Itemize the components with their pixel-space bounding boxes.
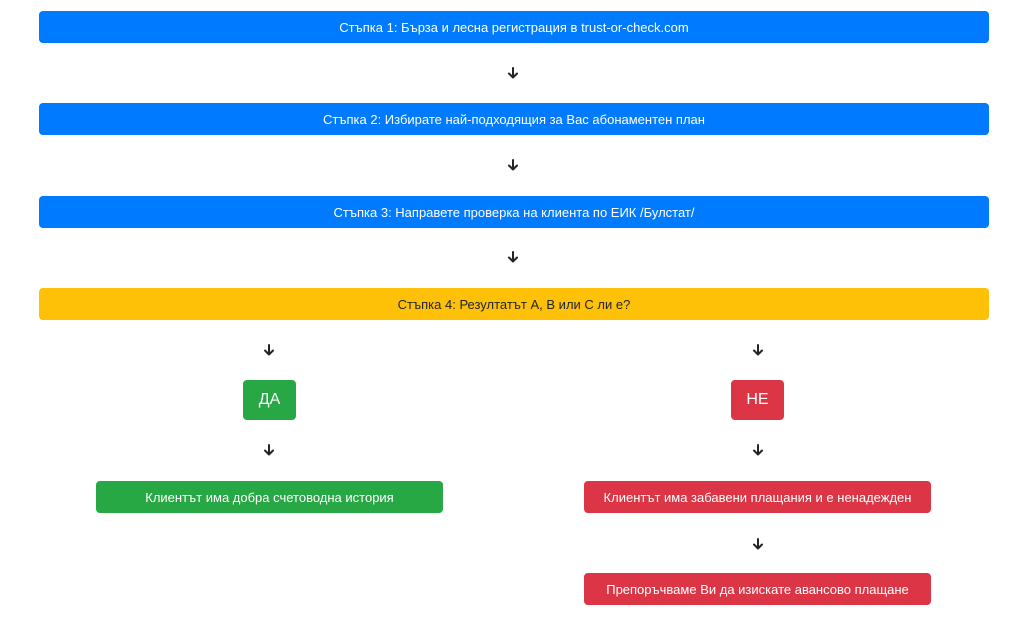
no-result-box: Клиентът има забавени плащания и е ненад… bbox=[584, 481, 931, 513]
no-recommendation-label: Препоръчваме Ви да изискате авансово пла… bbox=[606, 581, 909, 597]
arrow-down-icon bbox=[261, 342, 277, 358]
step-2-label: Стъпка 2: Избирате най-подходящия за Вас… bbox=[323, 111, 705, 127]
step-4-label: Стъпка 4: Резултатът А, В или С ли е? bbox=[397, 296, 631, 312]
no-label: НЕ bbox=[746, 391, 769, 408]
no-result-label: Клиентът има забавени плащания и е ненад… bbox=[603, 489, 912, 505]
arrow-down-icon bbox=[505, 249, 521, 265]
arrow-down-icon bbox=[261, 442, 277, 458]
step-3-box: Стъпка 3: Направете проверка на клиента … bbox=[39, 196, 989, 228]
step-1-label: Стъпка 1: Бърза и лесна регистрация в tr… bbox=[339, 19, 689, 35]
no-badge: НЕ bbox=[731, 380, 784, 420]
yes-result-label: Клиентът има добра счетоводна история bbox=[145, 489, 394, 505]
step-2-box: Стъпка 2: Избирате най-подходящия за Вас… bbox=[39, 103, 989, 135]
no-recommendation-box: Препоръчваме Ви да изискате авансово пла… bbox=[584, 573, 931, 605]
step-3-label: Стъпка 3: Направете проверка на клиента … bbox=[333, 204, 695, 220]
step-1-box: Стъпка 1: Бърза и лесна регистрация в tr… bbox=[39, 11, 989, 43]
arrow-down-icon bbox=[505, 157, 521, 173]
step-4-box: Стъпка 4: Резултатът А, В или С ли е? bbox=[39, 288, 989, 320]
arrow-down-icon bbox=[750, 442, 766, 458]
yes-label: ДА bbox=[258, 391, 281, 408]
arrow-down-icon bbox=[750, 536, 766, 552]
arrow-down-icon bbox=[750, 342, 766, 358]
arrow-down-icon bbox=[505, 65, 521, 81]
yes-badge: ДА bbox=[243, 380, 296, 420]
yes-result-box: Клиентът има добра счетоводна история bbox=[96, 481, 443, 513]
